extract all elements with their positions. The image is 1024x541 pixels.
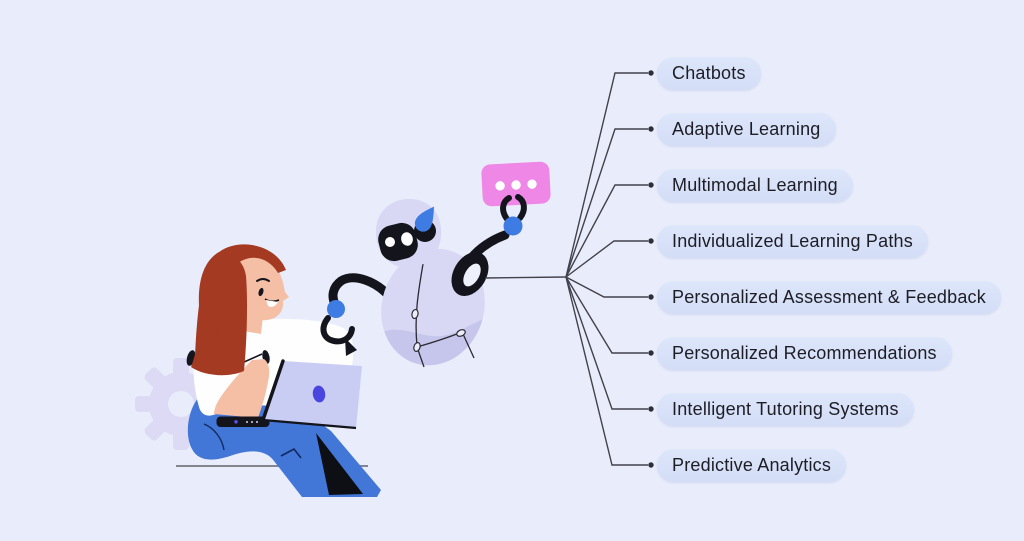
branch-pill-multimodal-learning: Multimodal Learning <box>657 169 853 202</box>
branch-pill-personalized-assessment-feedback: Personalized Assessment & Feedback <box>657 281 1001 314</box>
robot-figure <box>320 161 551 378</box>
leg-shadow <box>316 433 363 495</box>
laptop-lid <box>263 361 362 428</box>
hair-front <box>195 244 286 366</box>
branch-pill-chatbots: Chatbots <box>657 57 761 90</box>
robot-right-hand-ball <box>503 216 523 236</box>
robot-eye-right <box>401 232 413 246</box>
woman-figure <box>186 244 381 497</box>
robot-eye-left <box>385 237 395 247</box>
branch-pill-adaptive-learning: Adaptive Learning <box>657 113 836 146</box>
branch-dots <box>648 70 654 468</box>
drop-icon <box>414 206 435 232</box>
branch-pill-individualized-learning-paths: Individualized Learning Paths <box>657 225 928 258</box>
laptop <box>216 359 362 430</box>
laptop-logo <box>312 385 326 403</box>
branch-pill-predictive-analytics: Predictive Analytics <box>657 449 847 482</box>
connector-lines <box>484 72 648 466</box>
branch-pill-intelligent-tutoring-systems: Intelligent Tutoring Systems <box>657 393 914 426</box>
speech-bubble-icon <box>481 161 551 207</box>
branch-pill-personalized-recommendations: Personalized Recommendations <box>657 337 952 370</box>
forearm <box>214 359 270 418</box>
robot-left-hand-ball <box>327 300 345 318</box>
